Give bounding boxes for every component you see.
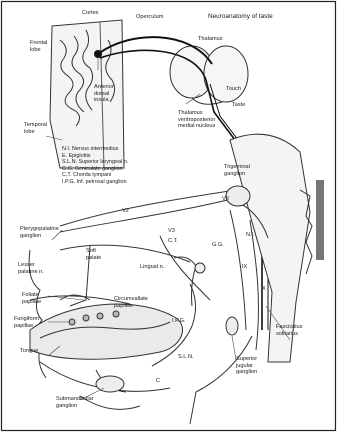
cerebellum-block [316, 180, 324, 260]
label-thalamus: Thalamus [198, 36, 223, 43]
abbreviation-legend: N.I. Nervus intermedius E. Epiglottis S.… [62, 146, 128, 186]
circumvallate-papilla [113, 311, 119, 317]
geniculate-ganglion [195, 263, 205, 273]
soft-palate-nerve [60, 245, 190, 262]
label-thalamus-vpm: Thalamus ventroposterior medial nucleus [178, 110, 230, 130]
label-fasciculus: Fasciculus solitarius [276, 324, 316, 337]
fungiform-papilla-3 [97, 313, 103, 319]
v2-nerve [60, 190, 236, 226]
tongue [30, 295, 183, 359]
superior-jugular-ganglion [226, 317, 238, 335]
label-trigeminal-ganglion: Trigeminal ganglion [224, 164, 254, 177]
legend-item: N.I. Nervus intermedius [62, 146, 128, 153]
label-foliate: Foliate papillae [22, 292, 50, 305]
legend-item: C.T. Chorda tympani [62, 172, 128, 179]
legend-item: G.G. Geniculate ganglion [62, 166, 128, 173]
label-soft-palate: Soft palate [86, 248, 108, 261]
trigeminal-ganglion [226, 186, 250, 206]
legend-item: S.L.N. Superior laryngeal n. [62, 159, 128, 166]
label-fungiform: Fungiform papillae [14, 316, 46, 329]
legend-item: I.P.G. Inf. petrosal ganglion [62, 179, 128, 186]
label-vii: VII [222, 196, 229, 203]
fungiform-papilla-2 [83, 315, 89, 321]
label-c: C [156, 378, 160, 385]
descending-branch [190, 392, 196, 424]
thalamus-right-lobe [204, 46, 248, 102]
label-temporal-lobe: Temporal lobe [24, 122, 50, 135]
label-taste: Taste [232, 102, 245, 109]
label-ipg: I.P.G. [172, 318, 186, 325]
thalamus [170, 46, 248, 104]
tongue-body [30, 304, 183, 359]
label-cortex: Cortex [82, 10, 98, 17]
v2-nerve-2 [60, 198, 236, 232]
label-x: X [262, 286, 266, 293]
label-v2: V2 [122, 208, 129, 215]
label-touch: Touch [226, 86, 241, 93]
label-ni: N.I. [246, 232, 255, 239]
label-frontal-lobe: Frontal lobe [30, 40, 52, 53]
cranial-nerves [60, 186, 268, 424]
figure-title: Neuroanatomy of taste [208, 14, 273, 21]
label-circumvallate: Circumvallate papillae [114, 296, 150, 309]
legend-item: E. Epiglottis [62, 153, 128, 160]
label-sln: S.L.N. [178, 354, 194, 361]
label-v3: V3 [168, 228, 175, 235]
label-superior-ganglion: Superior jugular ganglion [236, 356, 272, 376]
label-submandibular: Submandibular ganglion [56, 396, 102, 409]
label-ct: C.T. [168, 238, 178, 245]
label-tongue: Tongue [20, 348, 38, 355]
label-operculum: Operculum [136, 14, 163, 21]
label-lingual-n: Lingual n. [140, 264, 164, 271]
label-anterior-insula: Anterior dorsal insula [94, 84, 124, 104]
label-lesser-palatine: Lesser palatine n. [18, 262, 52, 275]
label-ix: IX [242, 264, 247, 271]
label-pterygopalatine: Pterygopalatine ganglion [20, 226, 54, 239]
label-gg: G.G. [212, 242, 224, 249]
